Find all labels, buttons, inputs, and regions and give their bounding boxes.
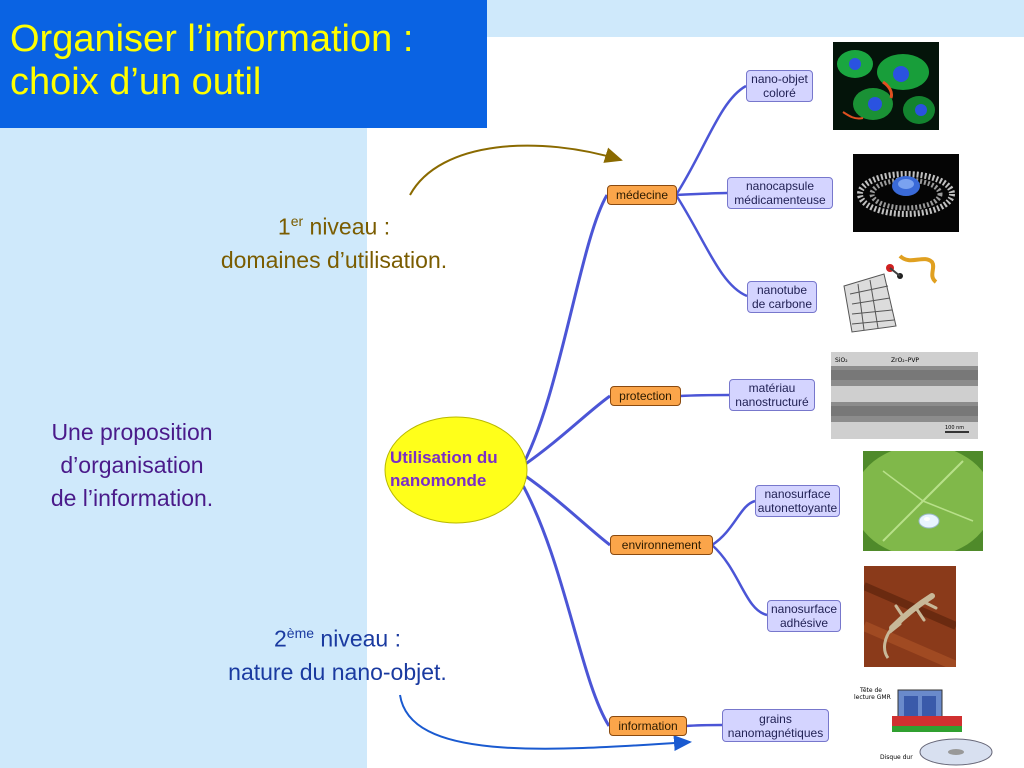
- gmr-hard-drive-image: Tête de lecture GMR Disque dur: [852, 684, 1002, 768]
- root-node-label: Utilisation du nanomonde: [390, 448, 498, 490]
- caption-proposal: Une proposition d’organisation de l’info…: [16, 416, 248, 515]
- node-label-line1: nanocapsule: [745, 179, 815, 193]
- node-label-line1: nanotube: [756, 283, 808, 297]
- arrow-level1: [409, 144, 623, 196]
- left-panel-background: [0, 0, 367, 768]
- nanocapsule-image: [853, 154, 959, 232]
- node-protection[interactable]: protection: [610, 386, 681, 406]
- gmr-label-disk: Disque dur: [880, 754, 913, 761]
- node-label-line2: coloré: [763, 86, 796, 100]
- arrow-level2: [399, 694, 692, 752]
- caption-level1-line1: 1er niveau :: [277, 213, 391, 240]
- node-nanotube[interactable]: nanotube de carbone: [747, 281, 817, 313]
- node-environnement[interactable]: environnement: [610, 535, 713, 555]
- branch-environnement-nanosurface-auto: [711, 499, 756, 547]
- sem-label-scale: 100 nm: [945, 425, 964, 431]
- branch-medecine-nanocapsule: [675, 191, 728, 197]
- caption-level2-line2: nature du nano-objet.: [228, 658, 447, 685]
- branch-root-protection: [523, 394, 611, 467]
- sem-label-top: ZrO₂–PVP: [891, 357, 919, 364]
- branch-environnement-nanosurface-adh: [711, 544, 768, 617]
- node-label-line2: nanostructuré: [735, 395, 809, 409]
- cell-fluorescence-image: [833, 42, 939, 130]
- sem-material-image: SiO₂ ZrO₂–PVP 100 nm: [831, 352, 978, 439]
- branch-medecine-nanotube: [674, 194, 748, 298]
- node-grains-nanomagnetiques[interactable]: grains nanomagnétiques: [722, 709, 829, 742]
- gmr-label-head-line2: lecture GMR: [854, 694, 891, 701]
- slide-title: Organiser l’information : choix d’un out…: [10, 18, 414, 103]
- branch-information-grains: [685, 723, 723, 728]
- node-label-line2: nanomagnétiques: [727, 725, 824, 740]
- caption-proposal-line1: Une proposition: [51, 419, 213, 445]
- branch-medecine-nano-objet: [674, 84, 747, 196]
- node-label-line2: médicamenteuse: [734, 193, 826, 207]
- node-label-line1: matériau: [748, 381, 796, 395]
- node-label-line1: nanosurface: [764, 487, 831, 501]
- node-label-line1: nanosurface: [770, 602, 838, 616]
- branch-protection-materiau: [679, 393, 730, 398]
- sem-label-left: SiO₂: [835, 357, 848, 364]
- branch-root-environnement: [523, 473, 611, 547]
- caption-level1-line2: domaines d’utilisation.: [220, 246, 448, 273]
- node-medecine[interactable]: médecine: [607, 185, 677, 205]
- node-label-line1: nano-objet: [751, 72, 808, 86]
- branch-root-medecine: [518, 194, 609, 471]
- caption-level2: 2ème niveau : nature du nano-objet.: [190, 617, 485, 689]
- node-label-line2: autonettoyante: [757, 501, 838, 515]
- leaf-water-drop-image: [863, 451, 983, 551]
- nanotube-image: [840, 246, 942, 342]
- branch-root-information: [518, 479, 611, 727]
- node-nanosurface-adhesive[interactable]: nanosurface adhésive: [767, 600, 841, 632]
- caption-proposal-line3: de l’information.: [50, 485, 214, 511]
- node-label-line2: de carbone: [751, 297, 813, 311]
- gecko-image: [864, 566, 956, 667]
- node-label-line1: grains: [759, 711, 792, 726]
- caption-level2-line1: 2ème niveau :: [274, 625, 401, 652]
- caption-level1: 1er niveau : domaines d’utilisation.: [180, 205, 488, 277]
- node-label-line2: adhésive: [779, 616, 829, 630]
- top-band-background: [487, 0, 1024, 37]
- node-information[interactable]: information: [609, 716, 687, 736]
- gmr-label-head-line1: Tête de: [859, 687, 882, 694]
- caption-proposal-line2: d’organisation: [60, 452, 204, 478]
- title-box: Organiser l’information : choix d’un out…: [0, 0, 487, 128]
- node-nanocapsule[interactable]: nanocapsule médicamenteuse: [727, 177, 833, 209]
- node-nanosurface-autonettoyante[interactable]: nanosurface autonettoyante: [755, 485, 840, 517]
- node-nano-objet-colore[interactable]: nano-objet coloré: [746, 70, 813, 102]
- root-node: [384, 416, 528, 524]
- node-materiau[interactable]: matériau nanostructuré: [729, 379, 815, 411]
